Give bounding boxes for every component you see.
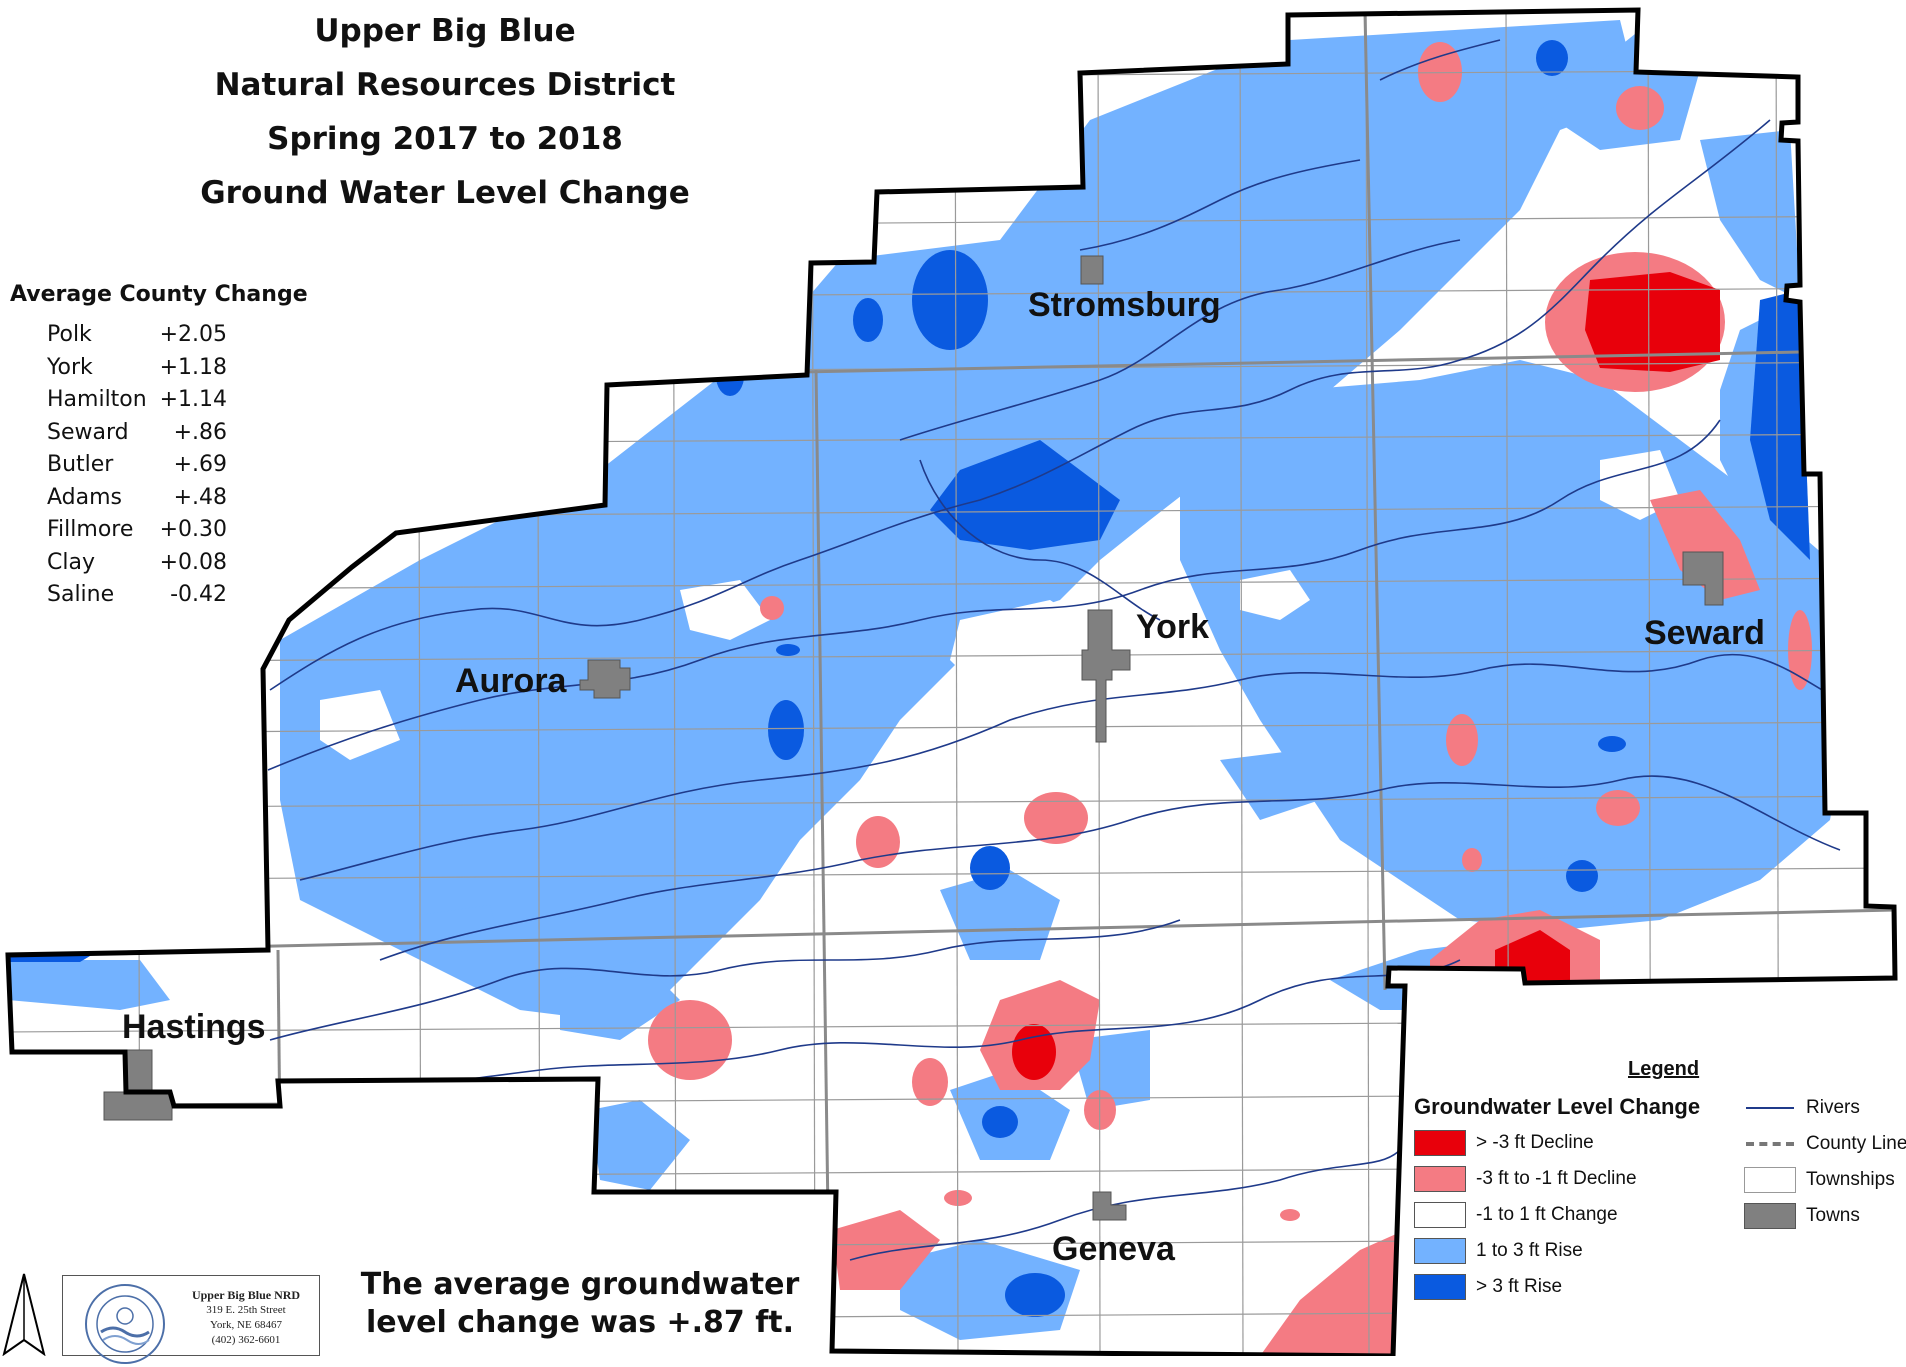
county-value: -0.42 [170, 582, 227, 607]
legend-item-rise-mid: 1 to 3 ft Rise [1414, 1236, 1583, 1266]
legend-item-county-line: County Line [1744, 1129, 1906, 1159]
township-swatch [1744, 1167, 1796, 1193]
town-seward-shape [1682, 551, 1724, 606]
legend-title: Legend [1628, 1058, 1700, 1080]
town-label-hastings: Hastings [122, 1008, 266, 1046]
county-change-table: Average County Change Polk +2.05 York +1.1… [10, 282, 310, 612]
legend-label: -3 ft to -1 ft Decline [1476, 1168, 1637, 1189]
legend-swatch [1414, 1166, 1466, 1192]
legend-label: Towns [1806, 1205, 1860, 1226]
town-geneva-shape [1092, 1191, 1127, 1221]
title-line-4: Ground Water Level Change [200, 175, 690, 211]
town-stromsburg-shape [1080, 255, 1104, 285]
town-label-seward: Seward [1644, 614, 1765, 652]
title-line-2: Natural Resources District [214, 67, 676, 103]
district-outline [5, 7, 1898, 1356]
county-value: +1.18 [159, 354, 227, 380]
nrd-address-1: 319 E. 25th Street [206, 1304, 286, 1316]
nrd-name: Upper Big Blue NRD [191, 1288, 301, 1302]
nrd-contact: Upper Big Blue NRD 319 E. 25th Street Yo… [181, 1288, 311, 1348]
legend-label: > 3 ft Rise [1476, 1276, 1563, 1297]
county-name: Fillmore [47, 517, 134, 542]
county-row: Seward +.86 [47, 417, 227, 450]
county-value: +0.08 [159, 549, 227, 575]
north-arrow-icon [2, 1273, 46, 1356]
legend: Legend Groundwater Level Change > -3 ft … [1408, 1050, 1906, 1310]
note-line-2: level change was +.87 ft. [365, 1305, 795, 1340]
county-value: +1.14 [159, 387, 227, 412]
town-polygons [103, 255, 1724, 1221]
county-row: Adams +.48 [47, 482, 227, 515]
legend-subtitle: Groundwater Level Change [1414, 1094, 1701, 1119]
county-row: Clay +0.08 [47, 547, 227, 580]
map-title: Upper Big Blue Natural Resources Distric… [195, 4, 695, 220]
county-row: Butler +.69 [47, 449, 227, 482]
legend-item-no-change: -1 to 1 ft Change [1414, 1200, 1618, 1230]
county-name: Butler [47, 452, 114, 477]
legend-swatch [1414, 1274, 1466, 1300]
legend-label: Townships [1806, 1169, 1895, 1190]
county-value: +.69 [173, 452, 227, 477]
town-swatch [1744, 1203, 1796, 1229]
county-name: Clay [47, 549, 95, 575]
town-label-aurora: Aurora [455, 662, 567, 700]
county-row: Hamilton +1.14 [47, 384, 227, 417]
legend-label: County Line [1806, 1133, 1906, 1154]
legend-label: -1 to 1 ft Change [1476, 1204, 1618, 1225]
legend-label: 1 to 3 ft Rise [1476, 1240, 1583, 1261]
county-row: York +1.18 [47, 352, 227, 385]
nrd-seal-icon [85, 1284, 165, 1364]
county-name: Seward [47, 419, 129, 445]
town-hastings-shape [103, 1049, 173, 1121]
county-name: Polk [47, 322, 92, 347]
county-line-symbol [1744, 1131, 1796, 1157]
county-row: Saline -0.42 [47, 579, 227, 612]
legend-item-rise-high: > 3 ft Rise [1414, 1272, 1562, 1302]
county-name: Adams [47, 484, 123, 510]
title-line-1: Upper Big Blue [314, 13, 576, 49]
legend-swatch [1414, 1238, 1466, 1264]
nrd-logo: Upper Big Blue NRD 319 E. 25th Street Yo… [62, 1275, 320, 1364]
legend-swatch [1414, 1130, 1466, 1156]
legend-item-townships: Townships [1744, 1165, 1895, 1195]
legend-item-rivers: Rivers [1744, 1093, 1860, 1123]
county-value: +.48 [173, 484, 227, 510]
legend-item-decline-high: > -3 ft Decline [1414, 1128, 1594, 1158]
title-line-3: Spring 2017 to 2018 [267, 121, 623, 157]
legend-label: > -3 ft Decline [1476, 1132, 1594, 1153]
legend-item-towns: Towns [1744, 1201, 1860, 1231]
river-line-symbol [1744, 1095, 1796, 1121]
town-york-shape [1081, 609, 1131, 743]
county-name: Saline [47, 582, 115, 607]
county-value: +2.05 [159, 322, 227, 347]
average-change-note: The average groundwater level change was… [360, 1266, 800, 1342]
county-row: Fillmore +0.30 [47, 514, 227, 547]
legend-swatch [1414, 1202, 1466, 1228]
legend-label: Rivers [1806, 1097, 1860, 1118]
town-label-stromsburg: Stromsburg [1028, 286, 1221, 324]
county-row: Polk +2.05 [47, 319, 227, 352]
county-name: York [47, 354, 93, 380]
town-aurora-shape [579, 659, 631, 699]
town-label-geneva: Geneva [1052, 1230, 1175, 1268]
county-value: +.86 [173, 419, 227, 445]
nrd-phone: (402) 362-6601 [211, 1334, 281, 1346]
legend-item-decline-mid: -3 ft to -1 ft Decline [1414, 1164, 1637, 1194]
note-line-1: The average groundwater [360, 1267, 800, 1302]
nrd-address-2: York, NE 68467 [210, 1319, 282, 1331]
county-change-heading: Average County Change [10, 282, 308, 307]
county-value: +0.30 [159, 517, 227, 542]
county-name: Hamilton [47, 387, 147, 412]
town-label-york: York [1136, 608, 1210, 646]
